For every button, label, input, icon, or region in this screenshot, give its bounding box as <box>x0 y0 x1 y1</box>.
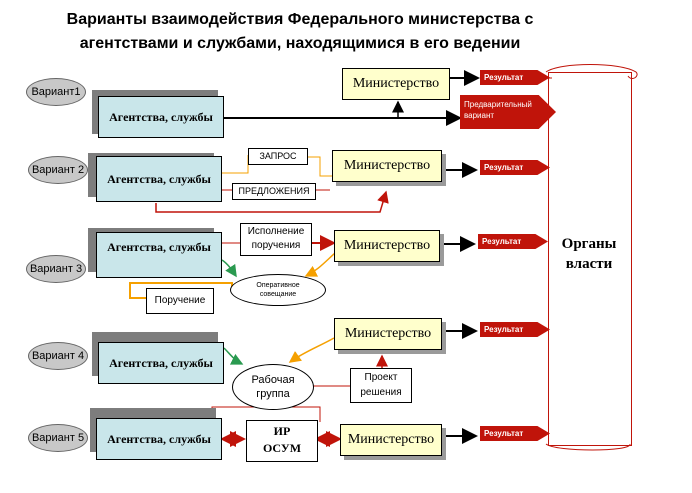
variant-5-oval: Вариант 5 <box>28 424 88 452</box>
ir-osum-box: ИР ОСУМ <box>246 420 318 462</box>
variant-2-oval: Вариант 2 <box>28 156 88 184</box>
result-arrow-2: Результат <box>480 160 550 175</box>
agency-box-2: Агентства, службы <box>96 156 222 202</box>
workgroup-label: Рабочая группа <box>251 374 295 400</box>
organs-label: Органы власти <box>561 236 617 272</box>
execution-label: Исполнение поручения <box>240 223 312 256</box>
result-arrow-4: Результат <box>480 322 550 337</box>
agency-box-3: Агентства, службы <box>96 232 222 278</box>
ministry-box-5: Министерство <box>340 424 442 456</box>
draft-decision-label: Проект решения <box>350 368 412 403</box>
variant-4-oval: Вариант 4 <box>28 342 88 370</box>
agency-box-5: Агентства, службы <box>96 418 222 460</box>
variant-1-oval: Вариант1 <box>26 78 86 106</box>
workgroup-ellipse: Рабочая группа <box>232 364 314 410</box>
ministry-box-1: Министерство <box>342 68 450 100</box>
preliminary-arrow: Предварительный вариант <box>460 95 556 129</box>
instruction-label: Поручение <box>146 288 214 314</box>
title-line-2: агентствами и службами, находящимися в е… <box>79 35 521 52</box>
osum-label: ОСУМ <box>262 441 302 455</box>
agency-box-1: Агентства, службы <box>98 96 224 138</box>
ministry-box-2: Министерство <box>332 150 442 182</box>
agency-box-4: Агентства, службы <box>98 342 224 384</box>
ministry-box-4: Министерство <box>334 318 442 350</box>
request-label: ЗАПРОС <box>248 148 308 165</box>
diagram-title: Варианты взаимодействия Федерального мин… <box>0 8 600 56</box>
title-line-1: Варианты взаимодействия Федерального мин… <box>66 11 534 28</box>
operative-meeting-label: Оперативное совещание <box>256 282 300 298</box>
ir-label: ИР <box>273 424 291 438</box>
proposals-label: ПРЕДЛОЖЕНИЯ <box>232 183 316 200</box>
result-arrow-1: Результат <box>480 70 550 85</box>
ministry-box-3: Министерство <box>334 230 440 262</box>
operative-meeting-ellipse: Оперативное совещание <box>230 274 326 306</box>
variant-3-oval: Вариант 3 <box>26 255 86 283</box>
result-arrow-5: Результат <box>480 426 550 441</box>
organs-box <box>548 72 632 446</box>
result-arrow-3: Результат <box>478 234 548 249</box>
